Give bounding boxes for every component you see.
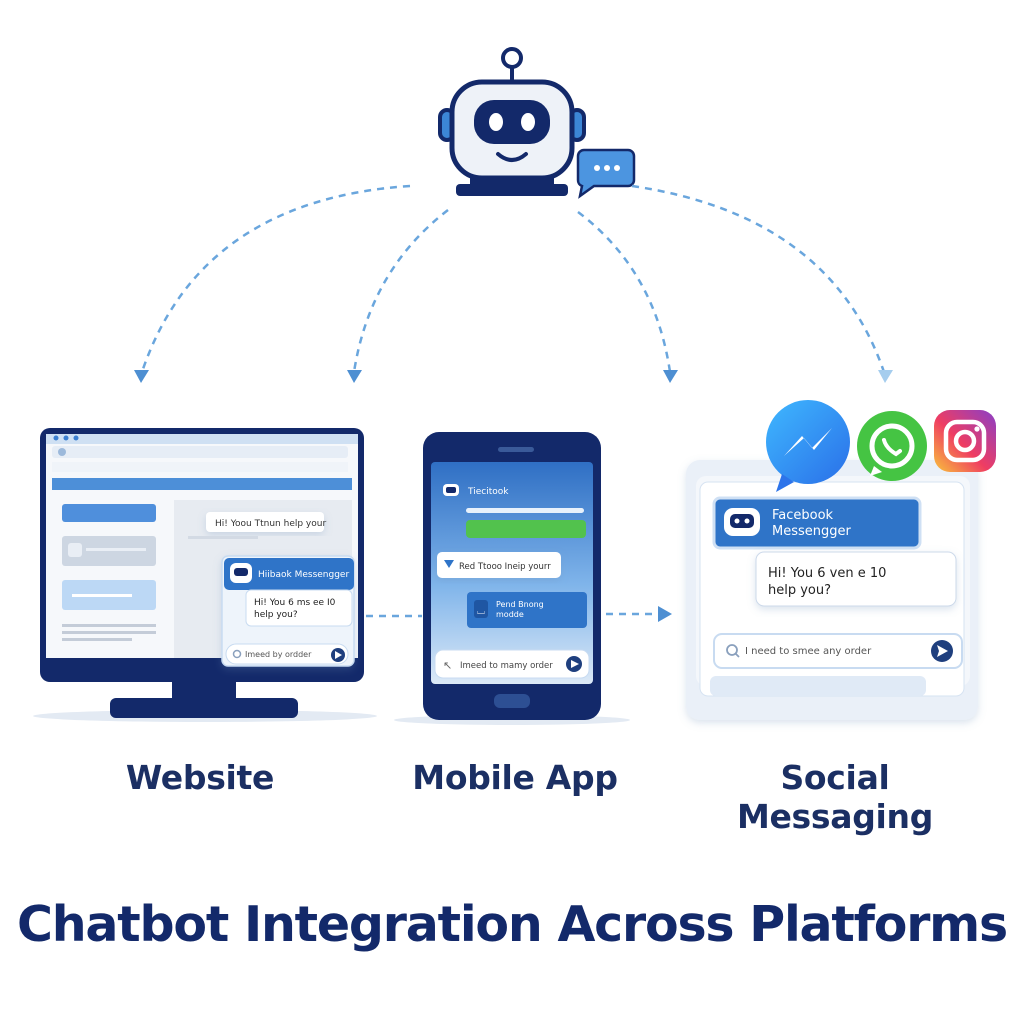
connector-arrows xyxy=(140,184,886,618)
back-arrow-icon[interactable]: ↖ xyxy=(443,659,452,672)
mobile-phone: Tiecitook Red Ttooo Ineip yourr ⌴ Pend B… xyxy=(394,432,630,725)
search-icon xyxy=(726,644,738,656)
arrow-heads xyxy=(134,370,893,622)
website-bot-message: Hi! Yoou Ttnun help your xyxy=(215,519,326,529)
social-header-line1: Facebook xyxy=(772,508,834,523)
mobile-progress-bar xyxy=(466,520,586,538)
instagram-icon xyxy=(934,410,996,472)
caption-mobile-app: Mobile App xyxy=(412,758,618,797)
svg-text:⌴: ⌴ xyxy=(477,606,485,617)
mobile-header: Tiecitook xyxy=(467,487,509,497)
page-title: Chatbot Integration Across Platforms xyxy=(16,896,1008,953)
website-input-placeholder: Imeed by ordder xyxy=(245,650,312,659)
mobile-bot-message: Red Ttooo Ineip yourr xyxy=(459,562,551,572)
website-widget-bubble-line1: Hi! You 6 ms ee I0 xyxy=(254,598,336,608)
robot-icon xyxy=(438,47,586,196)
mobile-card-line1: Pend Bnong xyxy=(496,600,544,609)
chat-bubble-icon xyxy=(576,148,636,199)
social-bubble-line1: Hi! You 6 ven e 10 xyxy=(768,566,886,581)
search-icon xyxy=(232,649,242,659)
website-widget-bubble-line2: help you? xyxy=(254,610,298,620)
caption-website: Website xyxy=(125,758,275,797)
social-input-placeholder: I need to smee any order xyxy=(745,646,872,657)
social-panel: Facebook Messengger Hi! You 6 ven e 10 h… xyxy=(686,460,978,720)
arrow-to-mobile xyxy=(352,209,449,373)
website-chat-widget: Hiibaok Messengger Hi! You 6 ms ee I0 he… xyxy=(221,555,355,667)
whatsapp-icon xyxy=(857,411,927,481)
arrow-to-mobile-right xyxy=(577,211,672,373)
social-header-line2: Messengger xyxy=(772,524,851,539)
caption-social-messaging: Social Messaging xyxy=(736,758,934,836)
website-widget-header: Hiibaok Messengger xyxy=(258,570,349,580)
mobile-input-placeholder: Imeed to mamy order xyxy=(460,661,553,671)
arrow-to-social xyxy=(631,184,886,373)
mobile-card-line2: modde xyxy=(496,610,524,619)
messenger-icon xyxy=(766,400,850,492)
arrow-to-website xyxy=(140,184,411,373)
social-bubble-line2: help you? xyxy=(768,583,831,598)
